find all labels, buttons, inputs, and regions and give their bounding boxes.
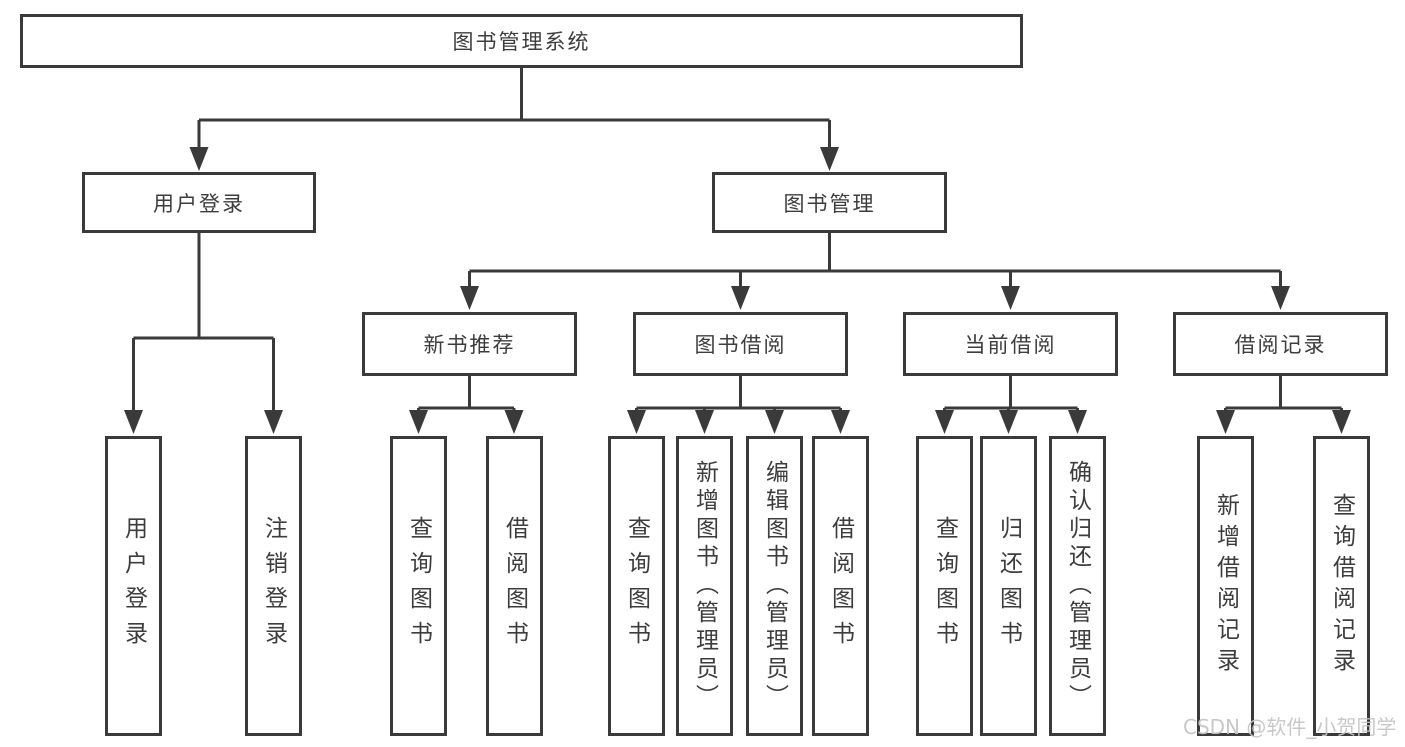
connector-book-borrow-children [635, 376, 842, 414]
watermark: CSDN @软件_小贺同学 [1183, 715, 1397, 739]
leaf-query-books-1: 查询图书 [390, 436, 447, 736]
node-label: 注销登录 [260, 516, 287, 656]
node-label: 查询图书 [405, 516, 432, 656]
arrow-down-icon [189, 147, 209, 171]
connector-root-to-level2 [197, 68, 831, 150]
node-label: 新书推荐 [423, 333, 516, 357]
node-label: 归还图书 [995, 516, 1022, 656]
connector-user-login-children [132, 233, 275, 412]
arrow-down-icon [264, 410, 283, 434]
node-label: 图书管理系统 [452, 30, 591, 54]
arrow-down-icon [627, 410, 646, 434]
arrow-down-icon [1271, 286, 1290, 310]
node-library-management-system: 图书管理系统 [20, 14, 1023, 68]
leaf-borrow-books-1: 借阅图书 [486, 436, 543, 736]
arrow-down-icon [1216, 410, 1235, 434]
node-label: 新增图书（管理员） [691, 460, 718, 712]
connector-borrow-record-children [1224, 376, 1343, 414]
connector-segments [132, 68, 1343, 414]
node-label: 图书管理 [783, 191, 876, 216]
node-label: 查询借阅记录 [1328, 493, 1355, 679]
node-book-management: 图书管理 [712, 172, 947, 233]
node-label: 查询图书 [623, 516, 650, 656]
node-new-book-recommend: 新书推荐 [362, 312, 577, 376]
arrow-down-icon [124, 410, 143, 434]
arrow-down-icon [765, 410, 784, 434]
leaf-add-borrow-record: 新增借阅记录 [1197, 436, 1254, 736]
node-label: 借阅图书 [827, 516, 854, 656]
node-label: 用户登录 [120, 516, 147, 656]
node-label: 用户登录 [153, 191, 245, 216]
arrow-down-icon [999, 410, 1018, 434]
arrow-down-icon [1001, 286, 1020, 310]
connector-new-book-children [417, 376, 516, 414]
arrowheads [124, 147, 1351, 434]
leaf-query-books-2: 查询图书 [608, 436, 665, 736]
connector-book-management-children [468, 233, 1282, 290]
arrow-down-icon [695, 410, 714, 434]
node-user-login: 用户登录 [82, 172, 316, 233]
node-label: 编辑图书（管理员） [761, 460, 788, 712]
node-label: 查询图书 [931, 516, 958, 656]
leaf-user-login: 用户登录 [105, 436, 162, 736]
node-current-borrow: 当前借阅 [903, 312, 1118, 376]
arrow-down-icon [1068, 410, 1087, 434]
leaf-borrow-books-2: 借阅图书 [812, 436, 869, 736]
leaf-confirm-return-admin: 确认归还（管理员） [1049, 436, 1106, 736]
arrow-down-icon [504, 410, 524, 434]
node-borrow-records: 借阅记录 [1173, 312, 1388, 376]
node-label: 确认归还（管理员） [1064, 460, 1091, 712]
arrow-down-icon [935, 410, 954, 434]
connector-current-borrow-children [943, 376, 1079, 414]
node-book-borrow: 图书借阅 [633, 312, 848, 376]
node-label: 借阅图书 [501, 516, 528, 656]
leaf-edit-book-admin: 编辑图书（管理员） [746, 436, 803, 736]
leaf-query-books-3: 查询图书 [916, 436, 973, 736]
leaf-add-book-admin: 新增图书（管理员） [676, 436, 733, 736]
leaf-query-borrow-record: 查询借阅记录 [1313, 436, 1370, 736]
leaf-return-books: 归还图书 [980, 436, 1037, 736]
arrow-down-icon [820, 147, 839, 171]
leaf-logout: 注销登录 [245, 436, 302, 736]
arrow-down-icon [731, 286, 750, 310]
arrow-down-icon [460, 286, 479, 310]
arrow-down-icon [831, 410, 850, 434]
node-label: 新增借阅记录 [1212, 493, 1239, 679]
node-label: 借阅记录 [1234, 333, 1327, 357]
arrow-down-icon [1332, 410, 1351, 434]
node-label: 当前借阅 [964, 333, 1057, 357]
node-label: 图书借阅 [694, 333, 787, 357]
arrow-down-icon [409, 410, 428, 434]
